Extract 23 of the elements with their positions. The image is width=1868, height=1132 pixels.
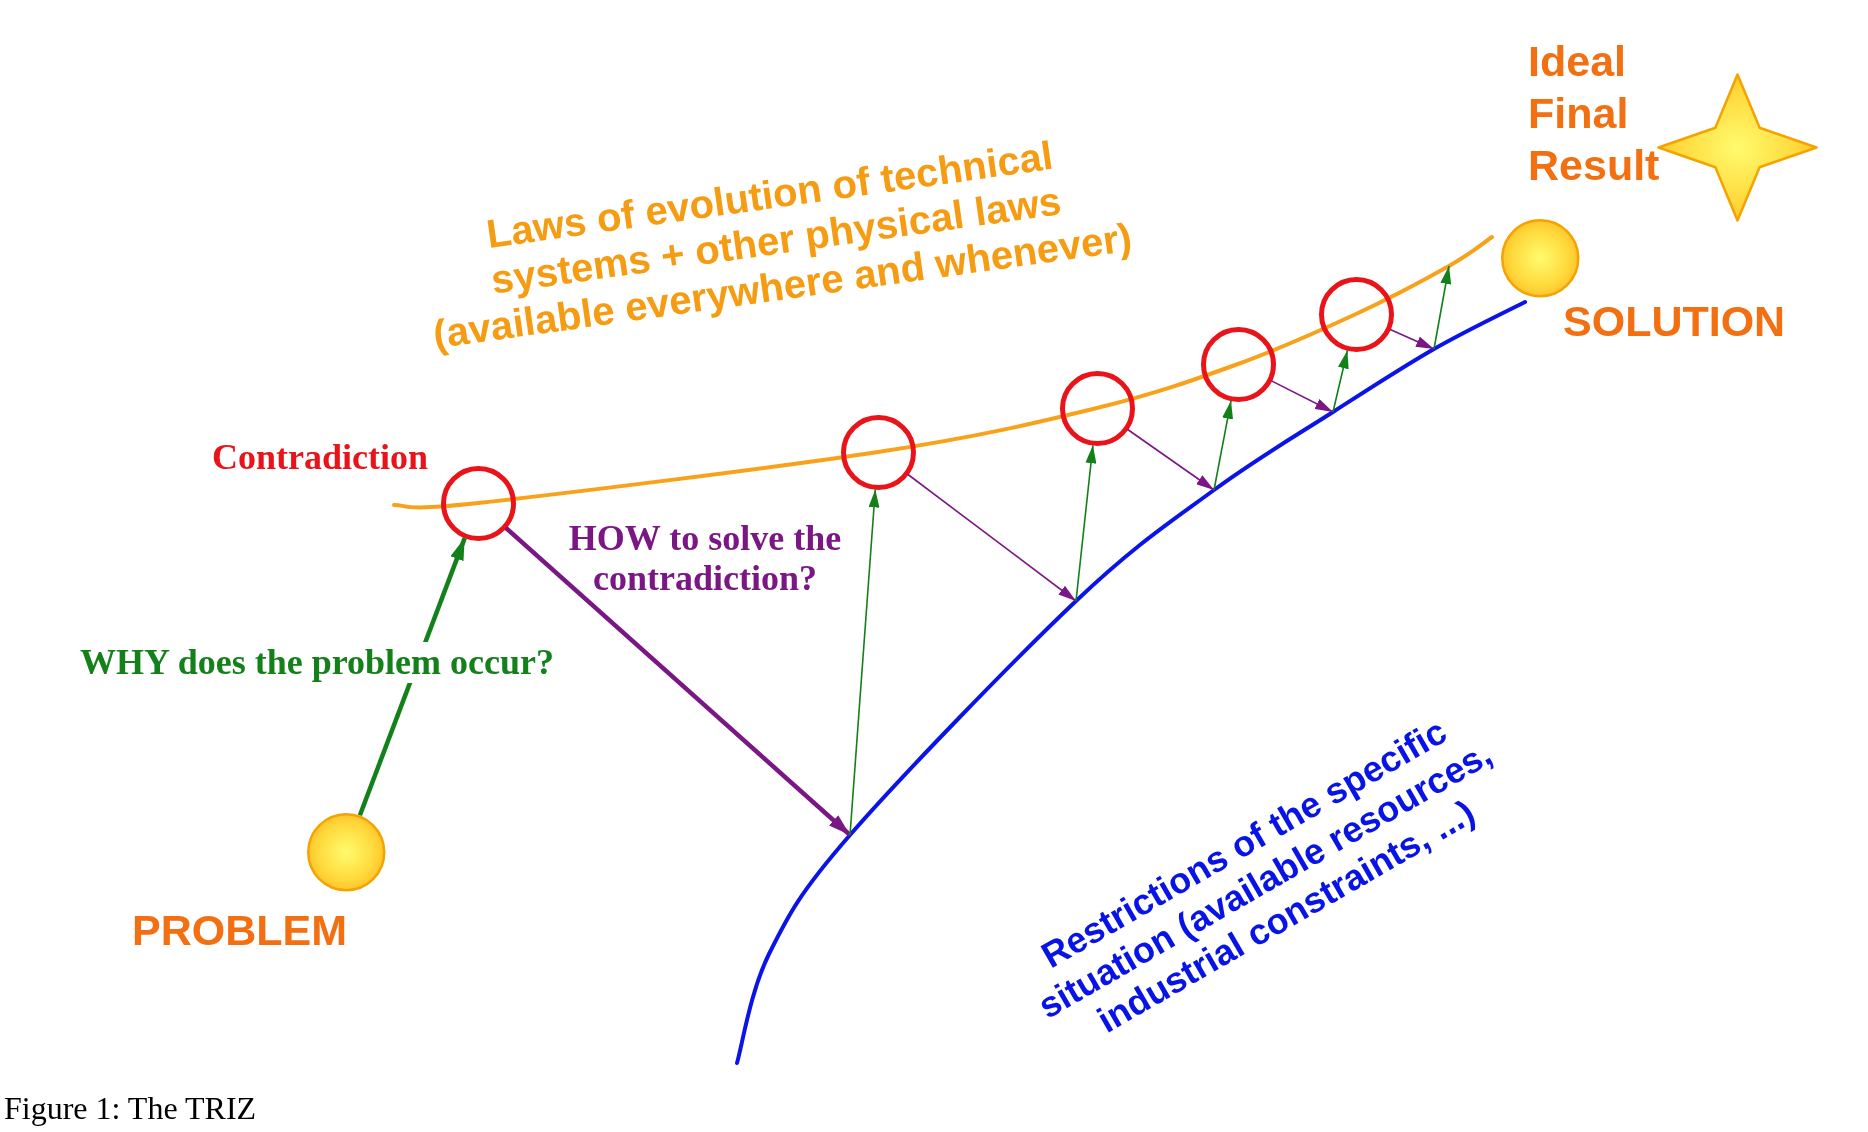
figure-caption: Figure 1: The TRIZ — [4, 1090, 257, 1127]
contradiction-ring — [1200, 326, 1276, 402]
arrow — [1126, 428, 1215, 491]
contradiction-ring — [1318, 276, 1394, 352]
solution-circle — [1500, 218, 1580, 298]
arrow — [1213, 400, 1234, 491]
question-text: HOW to solve the contradiction? — [567, 518, 843, 598]
problem-circle — [306, 812, 386, 892]
contradiction-ring — [840, 414, 916, 490]
arrow — [1389, 328, 1435, 350]
arrow — [907, 473, 1077, 602]
ideal-result-label: Ideal Final Result — [1528, 36, 1660, 191]
arrow — [1270, 380, 1334, 413]
arrow — [504, 526, 852, 837]
solution-label: SOLUTION — [1563, 297, 1786, 347]
problem-label: PROBLEM — [132, 906, 347, 956]
arrow — [849, 488, 880, 836]
contradiction-label: Contradiction — [212, 437, 428, 479]
laws-annotation: Laws of evolution of technical systems + other physical laws (available everywhere and whenever) — [429, 131, 1136, 359]
arrow — [1332, 349, 1349, 413]
arrow — [1075, 444, 1097, 602]
contradiction-ring — [1059, 370, 1135, 446]
contradiction-ring — [440, 465, 516, 541]
